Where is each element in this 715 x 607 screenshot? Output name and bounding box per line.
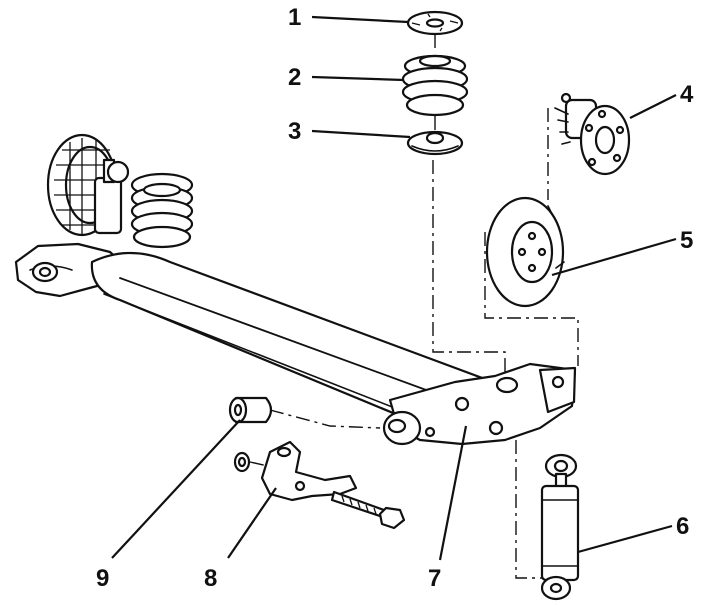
assembly-guide-lines bbox=[249, 34, 579, 579]
axle-bushing bbox=[228, 396, 273, 473]
callout-3: 3 bbox=[288, 118, 301, 145]
upper-spring-seat bbox=[406, 10, 464, 36]
callout-6: 6 bbox=[676, 513, 689, 540]
shock-absorber bbox=[540, 453, 580, 601]
callout-1: 1 bbox=[288, 4, 301, 31]
left-hub-assembly bbox=[46, 133, 194, 249]
brake-backing-plate bbox=[485, 196, 565, 308]
wheel-hub bbox=[554, 92, 631, 176]
coil-spring bbox=[401, 54, 469, 117]
leader-lines bbox=[111, 15, 677, 561]
callout-8: 8 bbox=[204, 565, 217, 592]
callout-5: 5 bbox=[680, 227, 693, 254]
lower-spring-seat bbox=[406, 130, 464, 156]
callout-4: 4 bbox=[680, 81, 694, 108]
callout-9: 9 bbox=[96, 565, 109, 592]
callout-labels: 1 2 3 4 5 6 7 8 9 bbox=[96, 4, 694, 592]
mounting-bracket bbox=[260, 440, 406, 530]
callout-7: 7 bbox=[428, 565, 441, 592]
callout-2: 2 bbox=[288, 64, 301, 91]
right-trailing-arm bbox=[382, 362, 577, 446]
